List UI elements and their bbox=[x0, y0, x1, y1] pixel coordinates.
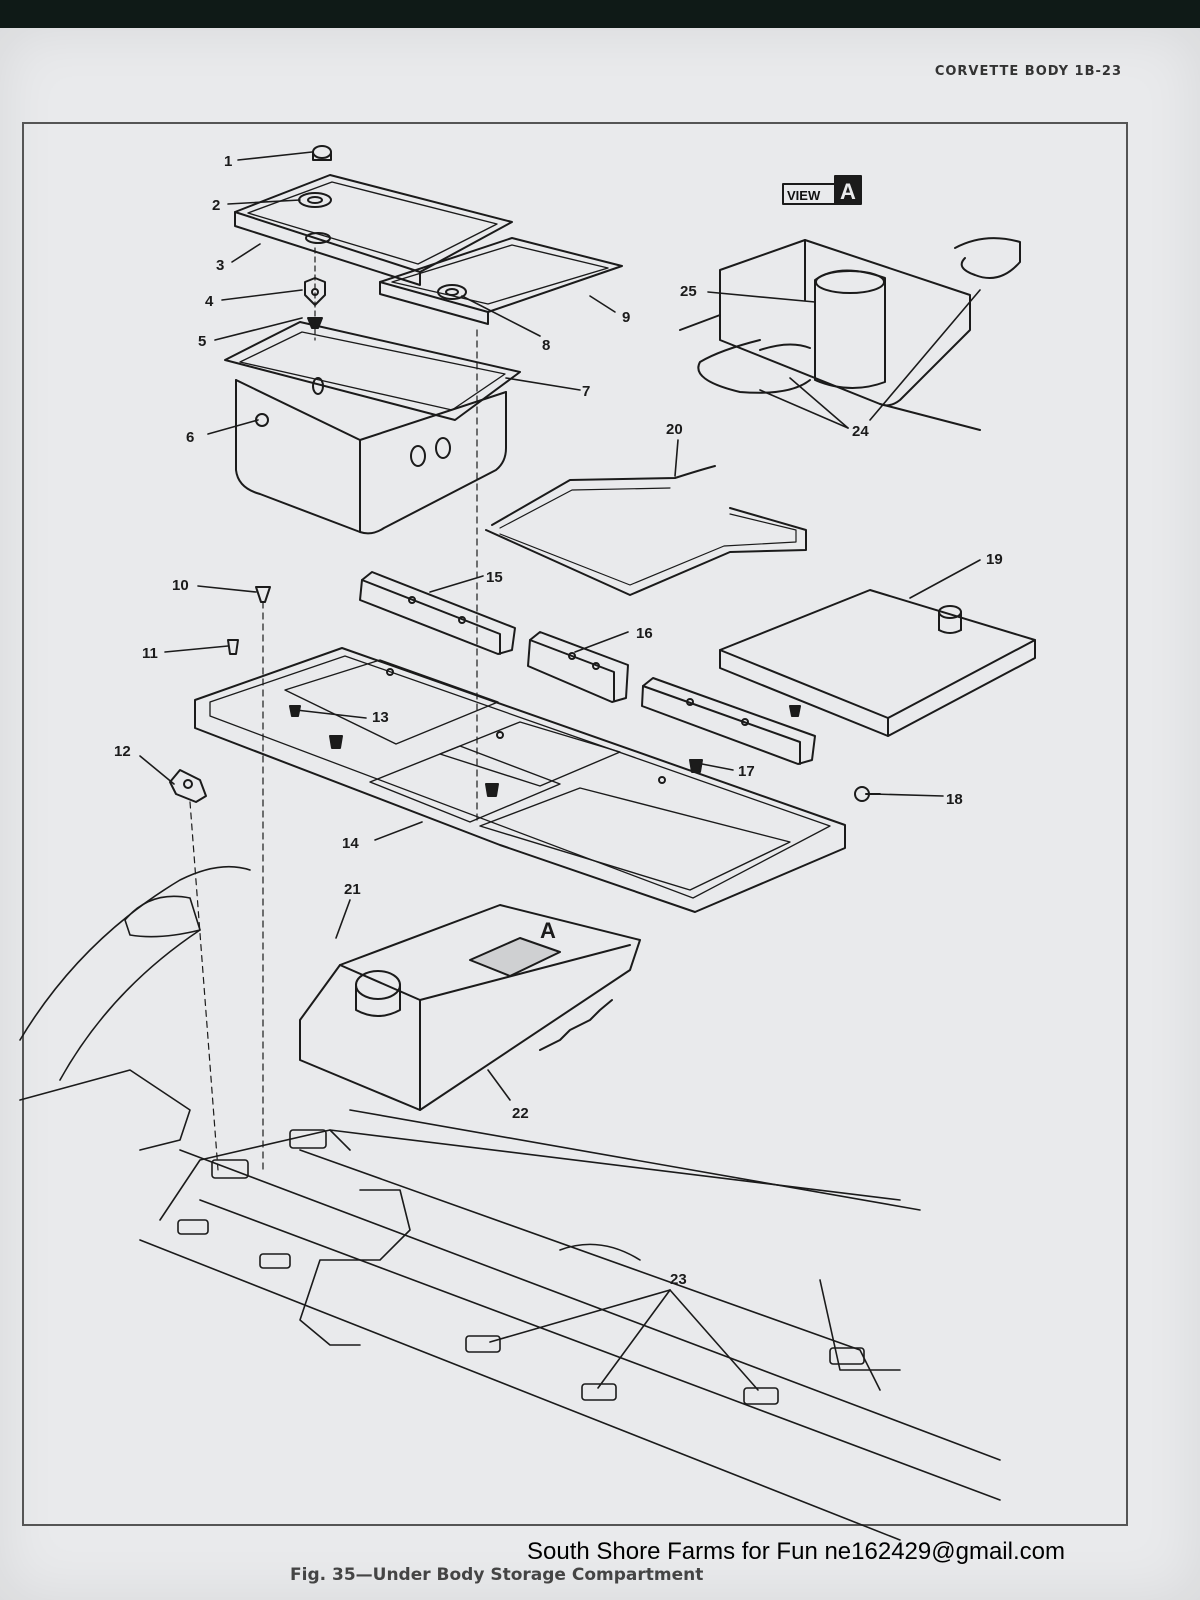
watermark-text: South Shore Farms for Fun ne162429@gmail… bbox=[527, 1538, 1065, 1565]
callout-5: 5 bbox=[198, 333, 206, 350]
callout-6: 6 bbox=[186, 429, 194, 446]
seal bbox=[485, 465, 807, 596]
bracket-16 bbox=[527, 631, 629, 703]
lid-right bbox=[379, 237, 623, 325]
cover bbox=[719, 589, 1036, 737]
view-a-label: VIEW A bbox=[782, 175, 862, 205]
section-marker: A bbox=[540, 918, 556, 943]
callout-11: 11 bbox=[142, 645, 158, 662]
callout-8: 8 bbox=[542, 337, 550, 354]
main-frame bbox=[194, 647, 846, 913]
callout-17: 17 bbox=[738, 763, 755, 780]
leader-lines bbox=[139, 151, 981, 1391]
callout-21: 21 bbox=[344, 881, 361, 898]
figure-caption: Fig. 35—Under Body Storage Compartment bbox=[290, 1565, 704, 1585]
support-bracket bbox=[299, 904, 641, 1111]
storage-box bbox=[224, 321, 521, 821]
callout-3: 3 bbox=[216, 257, 224, 274]
callout-18: 18 bbox=[946, 791, 963, 808]
callout-20: 20 bbox=[666, 421, 683, 438]
clip-12 bbox=[169, 769, 219, 1171]
floor-pan bbox=[19, 865, 1001, 1541]
callout-9: 9 bbox=[622, 309, 630, 326]
callout-24: 24 bbox=[852, 423, 869, 440]
callout-2: 2 bbox=[212, 197, 220, 214]
bracket-15 bbox=[359, 571, 516, 655]
callout-7: 7 bbox=[582, 383, 590, 400]
callout-13: 13 bbox=[372, 709, 389, 726]
callout-12: 12 bbox=[114, 743, 131, 760]
svg-text:A: A bbox=[840, 179, 856, 204]
callout-16: 16 bbox=[636, 625, 653, 642]
callout-23: 23 bbox=[670, 1271, 687, 1288]
screws bbox=[227, 586, 881, 1171]
callout-4: 4 bbox=[205, 293, 214, 310]
svg-text:VIEW: VIEW bbox=[787, 188, 821, 203]
callout-25: 25 bbox=[680, 283, 697, 300]
callout-labels: 1 2 3 4 5 6 7 8 9 10 11 12 13 14 15 16 1… bbox=[114, 153, 1003, 1288]
callout-19: 19 bbox=[986, 551, 1003, 568]
callout-10: 10 bbox=[172, 577, 189, 594]
page-header: CORVETTE BODY 1B-23 bbox=[934, 64, 1122, 79]
manual-page bbox=[0, 28, 1200, 1600]
callout-15: 15 bbox=[486, 569, 503, 586]
callout-1: 1 bbox=[224, 153, 232, 170]
figure-frame bbox=[22, 122, 1128, 1526]
lid-left bbox=[234, 174, 513, 286]
bracket-17 bbox=[641, 677, 816, 765]
view-a-detail bbox=[679, 237, 1021, 431]
callout-22: 22 bbox=[512, 1105, 529, 1122]
callout-14: 14 bbox=[342, 835, 359, 852]
